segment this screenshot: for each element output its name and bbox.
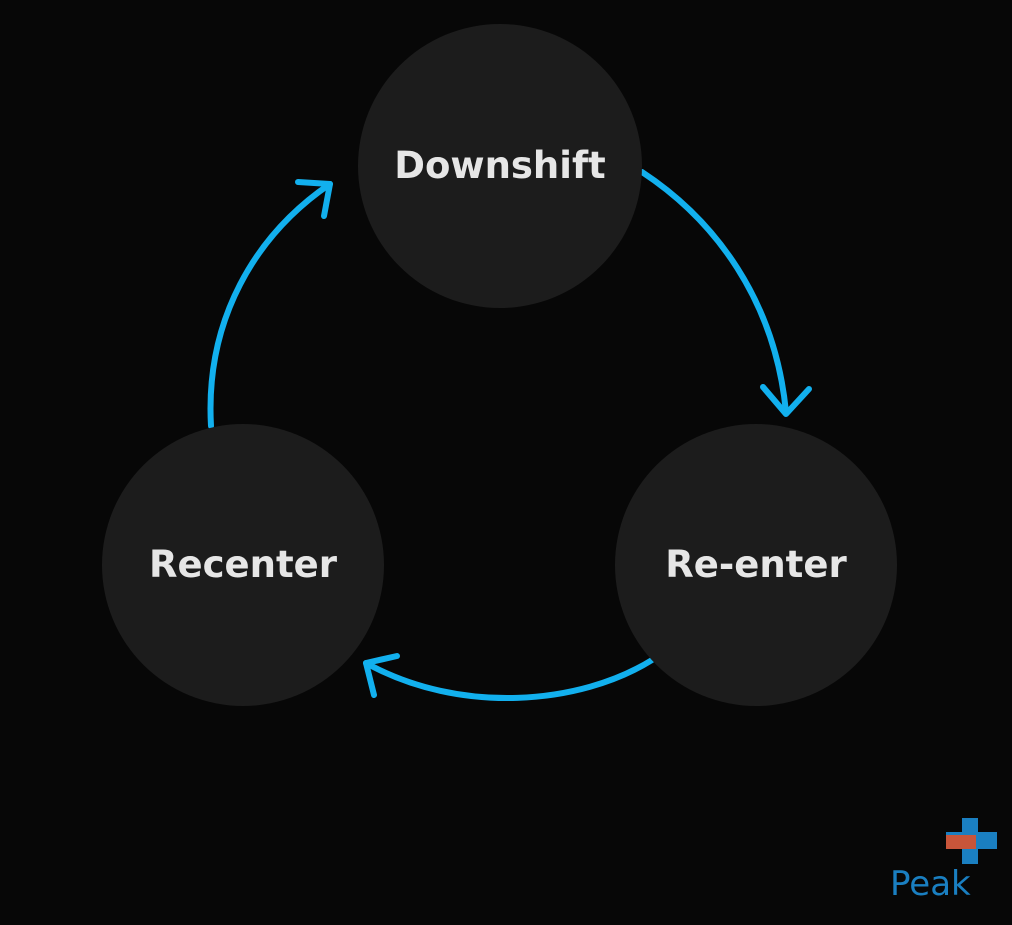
arrow-re-enter-to-recenter bbox=[363, 653, 655, 701]
node-circle bbox=[615, 424, 897, 706]
node-downshift: Downshift bbox=[358, 24, 642, 308]
node-label-downshift: Downshift bbox=[394, 144, 606, 187]
node-label-recenter: Recenter bbox=[149, 543, 338, 586]
arrow-shaft bbox=[639, 169, 789, 415]
peak-logo: Peak bbox=[890, 818, 997, 904]
arrow-head bbox=[363, 653, 400, 698]
logo-text: Peak bbox=[890, 864, 971, 904]
node-label-re-enter: Re-enter bbox=[665, 543, 847, 586]
medical-cross-icon bbox=[946, 818, 997, 864]
node-recenter: Recenter bbox=[102, 424, 384, 706]
arrow-head bbox=[295, 179, 333, 219]
arrow-recenter-to-downshift bbox=[207, 179, 333, 429]
node-re-enter: Re-enter bbox=[615, 424, 897, 706]
arrow-head bbox=[760, 384, 812, 417]
arrow-shaft bbox=[207, 181, 333, 429]
node-circle bbox=[102, 424, 384, 706]
node-circle bbox=[358, 24, 642, 308]
arrow-shaft bbox=[363, 657, 655, 701]
arrow-downshift-to-re-enter bbox=[639, 169, 812, 417]
